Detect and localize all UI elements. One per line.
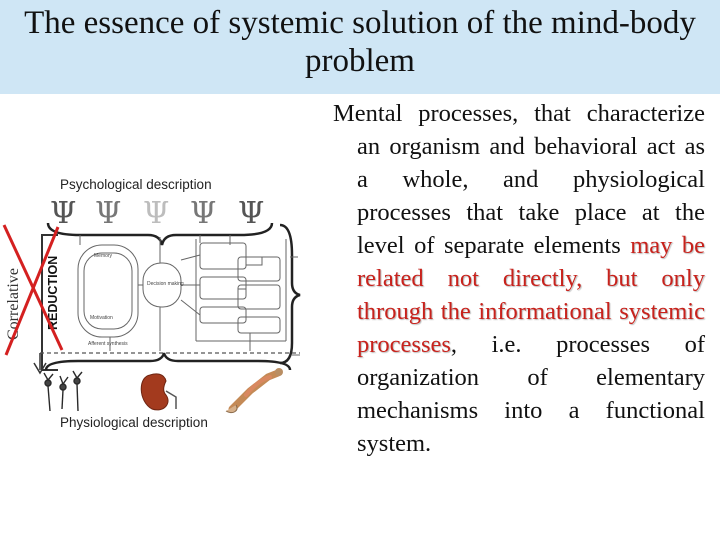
correlative-label: Correlative [5, 268, 22, 340]
psi-symbol: Ψ [95, 196, 121, 231]
psi-symbol: Ψ [190, 196, 216, 231]
kidney-icon [140, 373, 177, 411]
physiological-description-label: Physiological description [60, 415, 208, 430]
psi-symbol-faded: Ψ [143, 196, 169, 231]
afferent-synthesis-label: Afferent synthesis [88, 341, 128, 347]
slide-body-text: Mental processes, that characterize an o… [333, 97, 705, 460]
down-arrow [33, 353, 47, 375]
arm-muscle-icon [225, 368, 283, 414]
memory-label: Memory [94, 253, 113, 259]
bottom-brace [44, 352, 292, 371]
psi-row: Ψ Ψ Ψ Ψ Ψ [50, 196, 264, 231]
psi-symbol: Ψ [238, 196, 264, 231]
motivation-label: Motivation [90, 315, 113, 321]
slide-title: The essence of systemic solution of the … [24, 5, 696, 79]
highlighted-text: may be related not directly, but only th… [357, 232, 705, 358]
diagram-svg: Psychological description Ψ Ψ Ψ Ψ Ψ REDU… [2, 177, 301, 430]
red-cross-mark [2, 224, 64, 356]
psi-symbol: Ψ [50, 196, 76, 231]
functional-system-schematic [77, 235, 300, 356]
decision-making-label: Decision making [147, 281, 184, 287]
title-band [0, 0, 720, 94]
left-bracket [41, 234, 58, 371]
reduction-label: REDUCTION [46, 256, 60, 330]
right-brace [279, 223, 301, 365]
neurons-icon [43, 370, 83, 412]
top-brace [46, 222, 274, 246]
diagram-figure: Psychological description Ψ Ψ Ψ Ψ Ψ REDU… [0, 165, 340, 450]
body-paragraph: Mental processes, that characterize an o… [333, 97, 705, 460]
body-text-intro: Mental processes, that characterize an o… [333, 100, 705, 259]
body-text-end: , i.e. processes of organization of elem… [357, 331, 705, 457]
psychological-description-label: Psychological description [60, 177, 212, 192]
